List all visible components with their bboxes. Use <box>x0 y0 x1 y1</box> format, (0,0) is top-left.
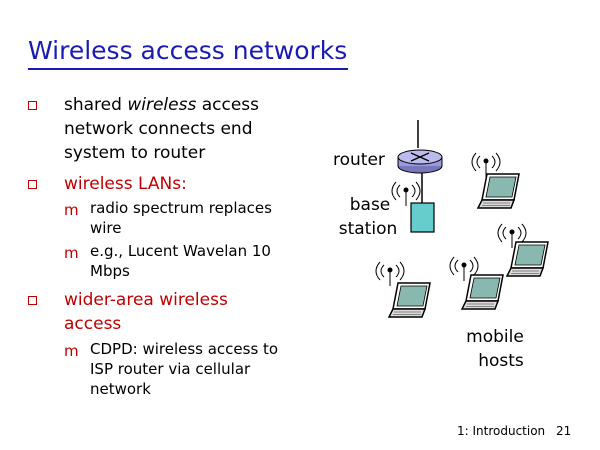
laptop-icon <box>449 256 504 310</box>
sub-bullet-lucent-wavelan: m e.g., Lucent Wavelan 10 Mbps <box>64 241 294 281</box>
laptop-icon <box>471 152 520 209</box>
bullet-text-italic: wireless <box>127 95 197 115</box>
mobile-hosts-label-line2: hosts <box>478 351 524 371</box>
router-label: router <box>333 150 385 170</box>
sub-bullet-text: radio spectrum replaces wire <box>90 199 272 237</box>
square-bullet-icon <box>28 180 37 189</box>
base-station-label-line2: station <box>338 219 398 239</box>
sub-bullet-text: CDPD: wireless access to ISP router via … <box>90 340 279 398</box>
page-number: 21 <box>556 424 572 438</box>
bullet-text: shared wireless access network connects … <box>64 93 290 165</box>
sub-bullet-cdpd: m CDPD: wireless access to ISP router vi… <box>64 339 296 399</box>
square-bullet-icon <box>28 296 37 305</box>
sub-bullet-icon: m <box>64 201 79 219</box>
sub-bullet-text: e.g., Lucent Wavelan 10 Mbps <box>90 242 271 280</box>
bullet-text-part: access network connects end system to ro… <box>64 95 259 163</box>
base-station-icon <box>391 181 435 233</box>
footer-section: 1: Introduction <box>457 424 546 438</box>
bullet-wireless-lans: wireless LANs: <box>28 172 290 196</box>
bullet-shared-wireless: shared wireless access network connects … <box>28 93 290 165</box>
bullet-text: wireless LANs: <box>64 174 187 194</box>
bullet-wider-area: wider-area wireless access <box>28 288 290 336</box>
title-underline <box>28 68 348 70</box>
bullet-text: wider-area wireless access <box>64 290 228 334</box>
laptop-icon <box>375 261 431 318</box>
base-station-label-line1: base <box>349 195 391 215</box>
bullet-text-part: shared <box>64 95 128 115</box>
square-bullet-icon <box>28 101 37 110</box>
sub-bullet-icon: m <box>64 244 79 262</box>
sub-bullet-radio-spectrum: m radio spectrum replaces wire <box>64 198 294 238</box>
laptop-icon <box>497 223 549 277</box>
router-icon <box>397 149 443 174</box>
sub-bullet-icon: m <box>64 342 79 360</box>
slide-title: Wireless access networks <box>28 36 348 65</box>
mobile-hosts-label-line1: mobile <box>466 327 524 347</box>
